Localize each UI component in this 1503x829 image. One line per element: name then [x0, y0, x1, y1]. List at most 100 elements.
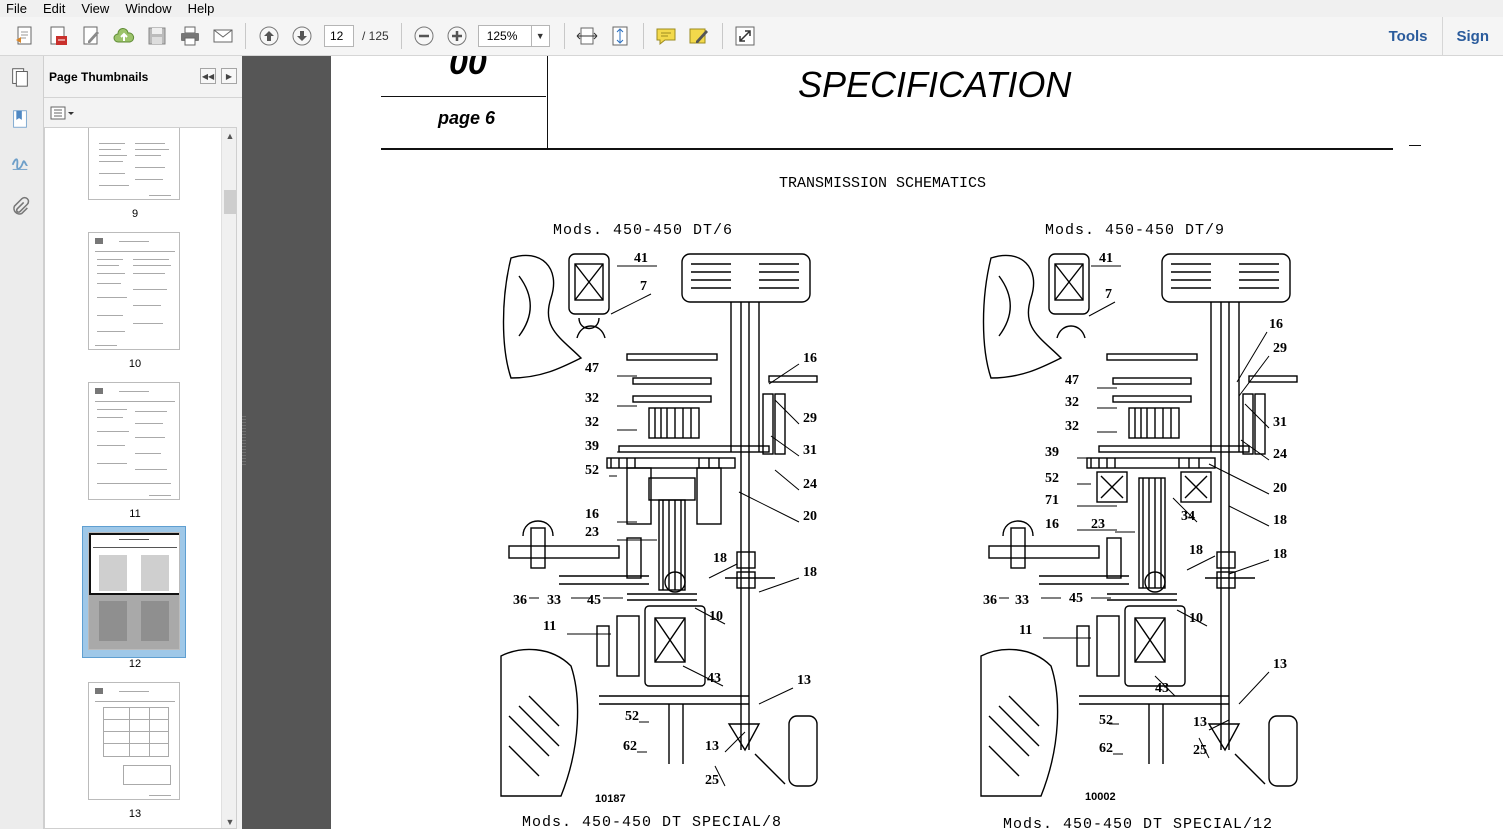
- double-chevron-left-icon: ◀◀: [201, 71, 215, 81]
- page-thumbnail[interactable]: [88, 382, 180, 500]
- pages-panel-button[interactable]: [6, 62, 34, 92]
- navigation-pane-strip: [0, 56, 44, 829]
- zoom-select[interactable]: 125% ▼: [477, 25, 550, 47]
- page-thumbnail[interactable]: [88, 128, 180, 200]
- fit-page-button[interactable]: [604, 21, 637, 51]
- right-callout: 47: [1065, 373, 1079, 388]
- right-callout: 24: [1273, 447, 1287, 462]
- menu-edit[interactable]: Edit: [42, 1, 66, 16]
- edit-pdf-button[interactable]: [74, 21, 107, 51]
- page-thumbnail[interactable]: [88, 682, 180, 800]
- left-figure-number: 10187: [595, 793, 626, 805]
- page-total-label: / 125: [362, 29, 389, 43]
- previous-page-button[interactable]: [252, 21, 285, 51]
- left-callout: 18: [803, 565, 817, 580]
- left-schematic-title: Mods. 450-450 DT/6: [553, 222, 734, 239]
- create-pdf-icon: [15, 26, 31, 45]
- divider: [381, 96, 546, 97]
- signature-icon: [11, 158, 28, 170]
- pdf-file-icon: [50, 26, 67, 45]
- left-callout: 18: [713, 551, 727, 566]
- sign-link[interactable]: Sign: [1441, 17, 1503, 56]
- right-transmission-schematic: 41 7 47 32 32 39 52 71 16 23 36 33 45 11…: [980, 251, 1298, 803]
- page-number-input[interactable]: 12: [324, 25, 354, 47]
- menu-file[interactable]: File: [6, 1, 27, 16]
- save-button[interactable]: [140, 21, 173, 51]
- left-callout: 23: [585, 525, 599, 540]
- left-callout: 62: [623, 739, 637, 754]
- upload-cloud-button[interactable]: [107, 21, 140, 51]
- printer-icon: [180, 26, 199, 46]
- divider: [547, 56, 548, 148]
- toolbar-right: Tools Sign: [1375, 17, 1503, 56]
- toolbar: 12 / 125 125% ▼ Tools Sign: [0, 17, 1503, 56]
- expand-icon: [735, 26, 755, 46]
- paperclip-icon: [13, 196, 30, 215]
- menu-view[interactable]: View: [81, 1, 110, 16]
- fit-width-icon: [576, 27, 598, 45]
- right-callout: 32: [1065, 419, 1079, 434]
- right-callout: 41: [1099, 251, 1113, 266]
- full-screen-button[interactable]: [729, 21, 762, 51]
- expand-panel-button[interactable]: ▶: [221, 68, 237, 84]
- thumbnail-options-button[interactable]: [50, 104, 76, 121]
- panel-splitter[interactable]: [242, 56, 331, 829]
- right-schematic-title: Mods. 450-450 DT/9: [1045, 222, 1226, 239]
- highlight-button[interactable]: [683, 21, 716, 51]
- left-callout: 24: [803, 477, 817, 492]
- panel-title: Page Thumbnails: [49, 69, 149, 84]
- bottom-left-caption: Mods. 450-450 DT SPECIAL/8: [522, 814, 783, 829]
- create-pdf-button[interactable]: [8, 21, 41, 51]
- thumbnails-scrollbar[interactable]: ▲ ▼: [221, 128, 236, 828]
- section-subheading: TRANSMISSION SCHEMATICS: [779, 175, 987, 192]
- email-button[interactable]: [206, 21, 239, 51]
- left-callout: 13: [797, 673, 811, 688]
- zoom-in-button[interactable]: [441, 21, 474, 51]
- edit-document-icon: [83, 26, 99, 45]
- left-callout: 41: [634, 251, 648, 266]
- thumbnail-list[interactable]: 9 10: [44, 127, 237, 829]
- fit-width-button[interactable]: [571, 21, 604, 51]
- export-pdf-button[interactable]: [41, 21, 74, 51]
- right-callout: 39: [1045, 445, 1059, 460]
- zoom-out-button[interactable]: [408, 21, 441, 51]
- left-callout: 32: [585, 415, 599, 430]
- plus-circle-icon: [447, 26, 467, 46]
- comment-icon: [656, 28, 676, 46]
- arrow-up-icon: [259, 26, 278, 46]
- toolbar-divider: [721, 23, 723, 49]
- print-button[interactable]: [173, 21, 206, 51]
- left-callout: 11: [543, 619, 556, 634]
- left-callout: 29: [803, 411, 817, 426]
- left-callout: 16: [585, 507, 599, 522]
- menu-help[interactable]: Help: [187, 1, 215, 16]
- header-rule-tick: [1409, 145, 1421, 146]
- scroll-up-icon[interactable]: ▲: [225, 131, 235, 141]
- options-menu-icon: [50, 106, 74, 119]
- menu-bar: File Edit View Window Help: [0, 0, 1503, 17]
- bookmarks-panel-button[interactable]: [6, 104, 34, 134]
- thumbnail-page-number: 9: [131, 208, 139, 220]
- page-thumbnail-current[interactable]: [88, 532, 180, 650]
- left-callout: 39: [585, 439, 599, 454]
- page-thumbnail[interactable]: [88, 232, 180, 350]
- signatures-panel-button[interactable]: [6, 148, 34, 178]
- left-callout: 32: [585, 391, 599, 406]
- chevron-down-icon[interactable]: ▼: [530, 26, 549, 46]
- bookmark-icon: [13, 110, 27, 128]
- thumbnail-page-number: 10: [128, 358, 142, 370]
- comment-button[interactable]: [650, 21, 683, 51]
- right-callout: 13: [1193, 715, 1207, 730]
- left-callout: 20: [803, 509, 817, 524]
- next-page-button[interactable]: [285, 21, 318, 51]
- resize-grip-icon[interactable]: [242, 416, 246, 466]
- right-callout: 13: [1273, 657, 1287, 672]
- tools-link[interactable]: Tools: [1388, 28, 1428, 45]
- menu-window[interactable]: Window: [125, 1, 172, 16]
- document-view[interactable]: 00 page 6 SPECIFICATION TRANSMISSION SCH…: [331, 56, 1503, 829]
- scrollbar-thumb[interactable]: [224, 190, 236, 214]
- attachments-panel-button[interactable]: [6, 192, 34, 222]
- scroll-down-icon[interactable]: ▼: [225, 817, 235, 827]
- collapse-panel-button[interactable]: ◀◀: [200, 68, 216, 84]
- left-callout: 36: [513, 593, 527, 608]
